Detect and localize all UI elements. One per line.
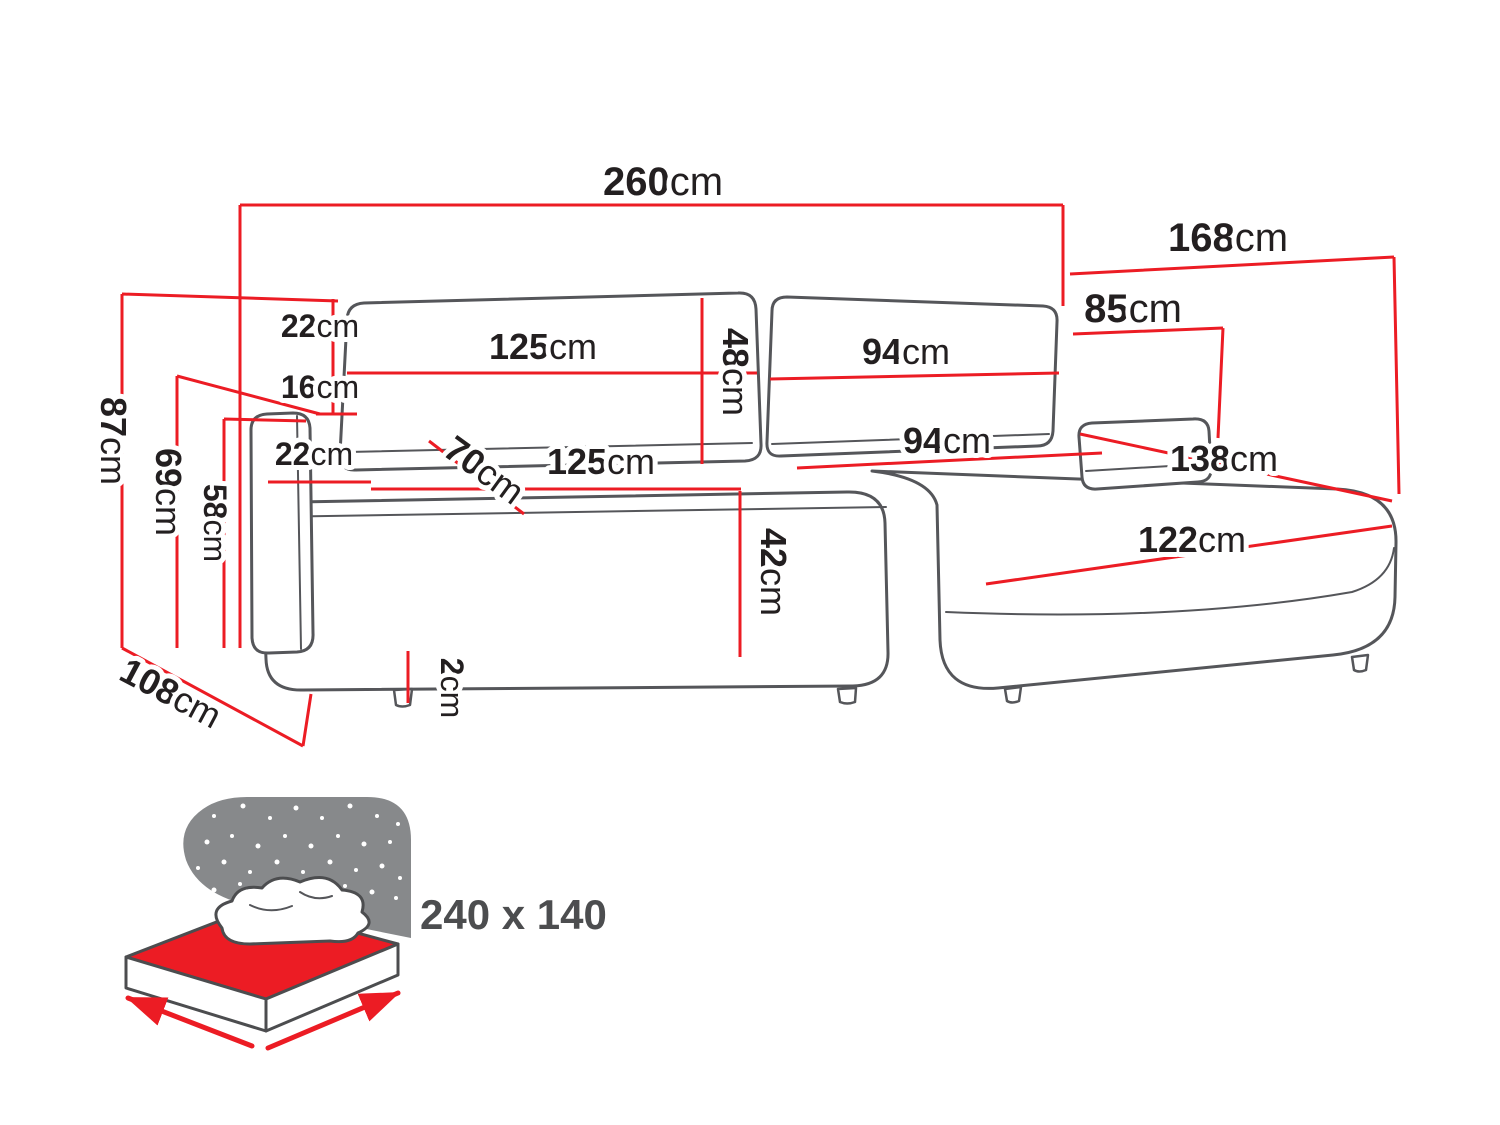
dim-label-total-width: 260cm: [603, 160, 723, 204]
blanket: [214, 876, 371, 946]
backrest-left-cushion: [338, 291, 763, 472]
sofa-outline: [249, 291, 1398, 708]
dim-line-total-depth-left: [121, 646, 313, 748]
dim-label-backrest-thickness: 22cm: [281, 308, 359, 344]
dim-line-total-height: [120, 292, 339, 648]
right-armrest-seam: [1085, 463, 1205, 472]
dim-label-chaise-front-width: 122cm: [1138, 519, 1246, 560]
dim-line-total-width: [238, 203, 1065, 648]
dim-label-total-depth-right: 168cm: [1168, 216, 1288, 260]
sleeping-area-label: 240 x 140: [420, 891, 607, 938]
dimension-lines: [120, 203, 1401, 748]
dim-line-seat-right-width: [796, 451, 1103, 470]
right-armrest: [1077, 417, 1213, 491]
sofa-bed-icon: 240 x 140: [124, 797, 607, 1051]
dim-line-armrest-height: [222, 417, 307, 648]
dim-label-seat-left-width: 125cm: [547, 441, 655, 482]
sofa-leg: [1350, 653, 1370, 673]
dim-line-total-depth-right: [1069, 255, 1401, 495]
seat-top-seam: [265, 506, 887, 518]
dim-label-seat-right-width: 94cm: [903, 420, 991, 461]
dim-label-backrest-left-width: 125cm: [489, 326, 597, 367]
dim-label-total-depth-left: 108cm: [114, 649, 229, 736]
dim-label-backrest-right-width: 94cm: [862, 331, 950, 372]
dim-label-armrest-width: 22cm: [275, 436, 353, 472]
sofa-leg: [1003, 685, 1023, 704]
backrest-left-seam: [347, 442, 753, 453]
chaise-body: [870, 469, 1398, 690]
dim-line-chaise-length: [1079, 432, 1393, 503]
dim-label-armrest-front-width: 16cm: [281, 369, 359, 405]
mattress-right-side: [264, 942, 400, 1033]
unfold-arrow-left-icon: [125, 995, 255, 1049]
dim-label-leg-height: 2cm: [434, 658, 470, 718]
dim-label-backrest-total-height: 69cm: [148, 448, 189, 536]
dim-line-backrest-total-height: [175, 374, 321, 648]
dim-label-chaise-length: 138cm: [1170, 438, 1278, 479]
dim-line-backrest-right-width: [769, 371, 1060, 381]
chaise-front-seam: [945, 547, 1395, 616]
dim-line-back-width-right: [1072, 326, 1225, 439]
backrest-right-seam: [771, 433, 1050, 445]
dimension-labels: 260cm 168cm 85cm 22cm 125cm 48cm 94cm 16…: [88, 155, 1293, 741]
dim-line-chaise-front-width: [985, 524, 1393, 586]
dim-label-seat-height: 42cm: [753, 528, 794, 616]
dim-label-back-width-right: 85cm: [1084, 287, 1182, 331]
dim-line-seat-depth: [428, 439, 525, 516]
dim-label-backrest-height: 48cm: [715, 328, 756, 416]
dim-label-armrest-height: 58cm: [197, 484, 233, 562]
sofa-leg: [836, 686, 858, 705]
blanket-fold: [249, 891, 333, 912]
left-armrest-seam: [296, 415, 302, 650]
dim-label-total-height: 87cm: [93, 397, 134, 485]
unfold-arrow-right-icon: [265, 990, 401, 1051]
